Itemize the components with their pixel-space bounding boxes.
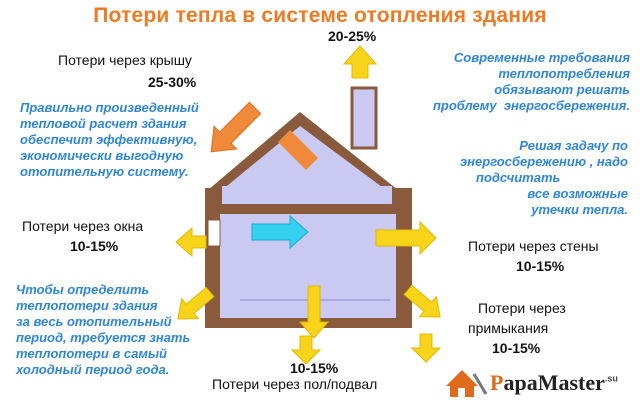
floor-arrow-down-1 [298,285,330,339]
junction-arrow-right [403,284,441,318]
walls-loss-label: Потери через стены [468,238,599,254]
junction-loss-label-2: примыкания [468,320,549,336]
windows-loss-label: Потери через окна [22,218,144,234]
roof-heat-block [278,130,318,170]
note-line: Чтобы определить [16,282,150,297]
chimney [350,86,378,150]
brand-logo[interactable]: PapaMaster.su [490,370,618,396]
note-line: Современные требования [453,50,630,65]
brand-name: apaMaster [503,370,605,395]
note-line: Правильно произведенный [20,100,199,115]
note-line: теплопотребления [498,66,630,81]
chimney-loss-percent: 20-25% [328,28,377,44]
walls-loss-percent: 10-15% [516,258,565,274]
window-heat-arrow [251,214,309,250]
note-line: Решая задачу по [519,138,628,153]
windows-loss-percent: 10-15% [70,238,119,254]
floor-loss-label: Потери через пол/подвал [212,376,378,392]
brand-suffix: .su [604,373,618,384]
note-line: энергосбережению , надо [460,154,628,169]
brand-initial: P [490,370,504,395]
note-line: за весь отопительный [16,314,172,329]
note-right-top: Современные требования теплопотребления … [430,50,630,114]
floor-loss-percent: 10-15% [290,360,339,376]
junction-arrow-left [177,286,215,320]
roof-arrow [210,101,262,153]
roof-loss-label: Потери через крышу [58,52,192,68]
note-line: утечки тепла. [531,202,628,217]
note-line: отопительную систему. [20,164,189,179]
note-line: обязывают решать [494,82,630,97]
note-line: период, требуется знать [16,330,191,345]
note-line: теплопотери в самый [16,346,167,361]
junction-loss-percent: 10-15% [492,340,541,356]
junction-loss-label-1: Потери через [478,300,566,316]
note-left-top: Правильно произведенный тепловой расчет … [20,100,199,180]
note-left-bottom: Чтобы определить теплопотери здания за в… [16,282,190,378]
brand-logo-icon [446,370,488,397]
page-title: Потери тепла в системе отопления здания [93,4,547,27]
walls-arrow-right [375,220,437,256]
windows-arrow-left [175,226,207,258]
upper-room [222,186,392,206]
attic-floor-slab [210,204,408,212]
note-line: экономически выгодную [20,148,184,163]
note-line: подсчитать [476,170,561,185]
note-line: проблему энергосбережения. [432,98,630,113]
note-line: все возможные [527,186,628,201]
floor-arrow-down-2 [290,335,322,365]
note-line: холодный период года. [16,362,170,377]
note-line: обеспечит эффективную, [20,132,198,147]
chimney-arrow-up [342,45,378,79]
note-right-mid: Решая задачу по энергосбережению , надо … [436,138,628,218]
roof-loss-percent: 25-30% [148,74,197,90]
window [207,219,221,247]
note-line: тепловой расчет здания [20,116,187,131]
floor-arrow-side [410,333,442,363]
note-line: теплопотери здания [16,298,158,313]
